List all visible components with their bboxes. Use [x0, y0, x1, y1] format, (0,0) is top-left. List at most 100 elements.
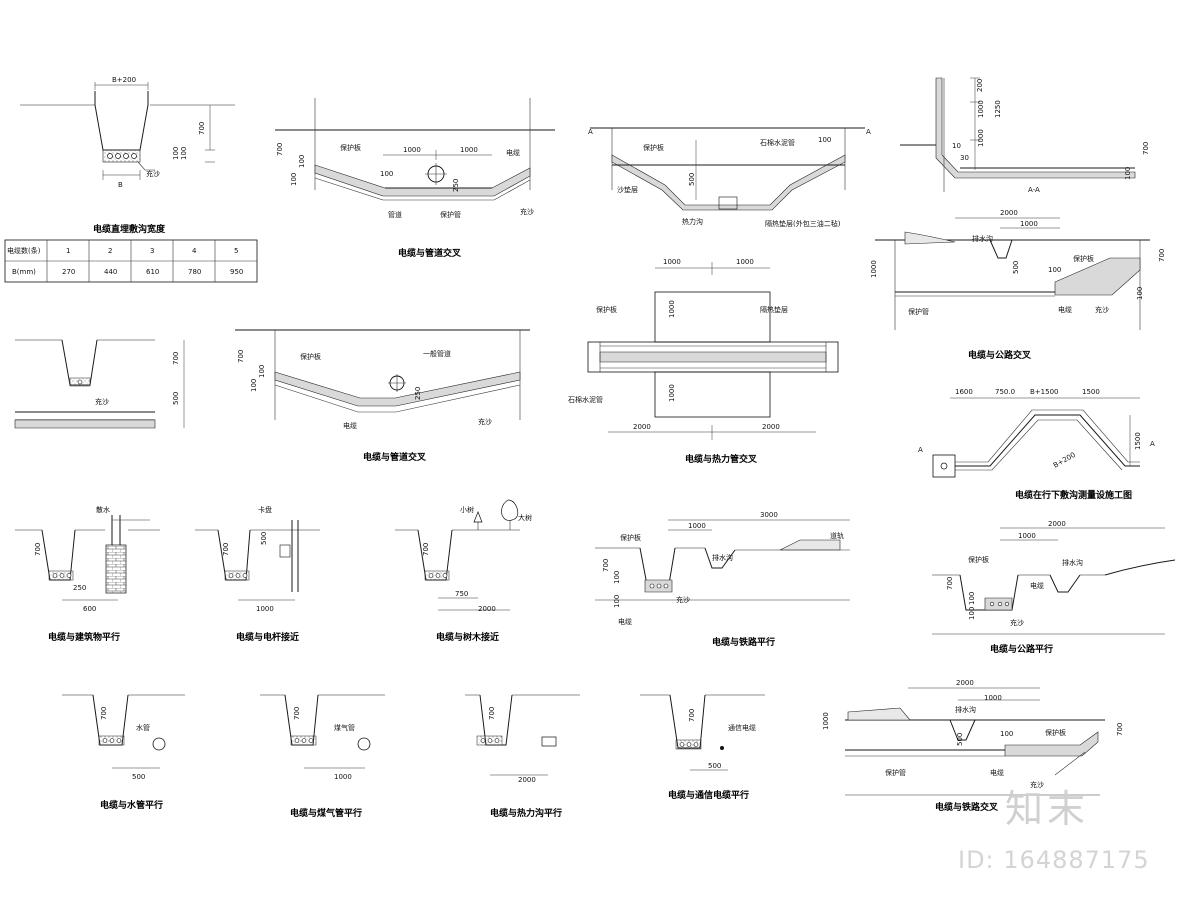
dim-1000: 1000	[822, 712, 830, 730]
caption: 电缆与热力管交叉	[685, 453, 758, 465]
dim-700: 700	[100, 707, 108, 720]
dim-700: 700	[1142, 142, 1150, 155]
drawing-heat-trench-parallel: 700 2000 电缆与热力沟平行	[465, 694, 580, 819]
caption: 电缆直埋敷沟宽度	[93, 223, 166, 235]
watermark: 知末 ID: 164887175	[958, 787, 1150, 874]
dim-700: 700	[422, 543, 430, 556]
dim-10: 10	[952, 142, 961, 150]
drawing-pipe-crossing-2: 700 100 100 250 保护板 一般管道 电缆 充沙 电缆与管道交叉	[235, 329, 530, 463]
dim-1500: 1500	[1134, 432, 1142, 450]
label-sand: 充沙	[95, 397, 109, 406]
caption: 电缆与公路交叉	[968, 349, 1032, 361]
dim-1000: 1000	[1018, 532, 1036, 540]
label-pipe: 管道	[388, 210, 402, 219]
caption: 电缆与管道交叉	[398, 247, 462, 259]
section-mark: A	[866, 128, 871, 136]
label-pipe: 一般管道	[423, 349, 451, 358]
label-insulation: 隔热垫层	[760, 305, 788, 314]
dim-700: 700	[488, 707, 496, 720]
drawing-gas-pipe-parallel: 煤气管 700 1000 电缆与煤气管平行	[260, 694, 385, 819]
dim-1000: 1000	[977, 129, 985, 147]
table-cell: 4	[192, 247, 197, 255]
label-sand: 充沙	[1030, 780, 1044, 789]
caption: 电缆与水管平行	[100, 799, 163, 811]
dim-700: 700	[172, 352, 180, 365]
dim-2000: 2000	[478, 605, 496, 613]
dim-700: 700	[222, 543, 230, 556]
label-sand: 充沙	[478, 417, 492, 426]
table-header-label: 电缆数(条)	[7, 246, 41, 255]
dim-100: 100	[613, 571, 621, 584]
table-cell: 5	[234, 247, 238, 255]
table-cell: 440	[104, 268, 117, 276]
dim-1000: 1000	[334, 773, 352, 781]
dim-700: 700	[688, 709, 696, 722]
label-sand: 充沙	[1010, 618, 1024, 627]
label-plate: 保护管	[440, 210, 461, 219]
drawing-telecom-cable-parallel: 通信电缆 700 500 电缆与通信电缆平行	[640, 694, 765, 801]
drawing-heat-trench-section: A A 500 100 保护板 石棉水泥管 沙垫层 热力沟 隔热垫层(外包三油二…	[588, 127, 871, 228]
section-mark: A	[918, 446, 923, 454]
dim-100: 100	[298, 155, 306, 168]
label-apron: 散水	[96, 505, 110, 514]
dim-2000: 2000	[956, 679, 974, 687]
label-plate: 保护板	[340, 143, 361, 152]
caption: 电缆与电杆接近	[236, 631, 299, 643]
label-cable: 电缆	[506, 148, 520, 157]
dim-b-1500: B+1500	[1030, 388, 1058, 396]
label-gas-pipe: 煤气管	[334, 723, 355, 732]
dim-1000: 1000	[403, 146, 421, 154]
dim-2000: 2000	[762, 423, 780, 431]
caption: 电缆与公路平行	[990, 643, 1053, 655]
label-plate: 保护板	[643, 143, 664, 152]
dim-100: 100	[613, 595, 621, 608]
label-cable: 电缆	[990, 768, 1004, 777]
table-cell: 2	[108, 247, 112, 255]
dim-100: 100	[968, 592, 976, 605]
dim-100: 100	[1136, 287, 1144, 300]
dim-750: 750	[455, 590, 468, 598]
drawing-road-crossing: 2000 1000 1000 700 500 100 100 排水沟 保护板 保…	[870, 209, 1166, 361]
caption: 电缆与通信电缆平行	[668, 789, 749, 801]
dim-1600: 1600	[955, 388, 973, 396]
label-pipe: 保护管	[885, 768, 906, 777]
label-insulation: 隔热垫层(外包三油二毡)	[765, 219, 841, 228]
dim-100: 100	[380, 170, 393, 178]
table-cell: 610	[146, 268, 159, 276]
dim-b-plus-200: B+200	[112, 76, 136, 84]
label-cable: 电缆	[1030, 581, 1044, 590]
dim-100: 100	[250, 379, 258, 392]
dim-1000: 1000	[460, 146, 478, 154]
dim-100: 100	[258, 365, 266, 378]
watermark-id: ID: 164887175	[958, 846, 1150, 874]
drawing-simple-trench: 700 500 充沙	[14, 339, 185, 429]
label-pole-chuck: 卡盘	[258, 505, 272, 514]
dim-250: 250	[414, 387, 422, 400]
caption: 电缆与建筑物平行	[48, 631, 120, 643]
drawing-building-parallel: 散水 700 250 600 电缆与建筑物平行	[15, 505, 160, 643]
section-mark: A	[1150, 440, 1155, 448]
drawing-heat-pipe-crossing: 1000 1000 1000 1000 2000 2000 保护板 隔热垫层 石…	[568, 258, 839, 465]
dim-250: 250	[452, 179, 460, 192]
label-plate: 保护板	[300, 352, 321, 361]
dim-100: 100	[180, 147, 188, 160]
dim-b-200: B+200	[1052, 451, 1077, 470]
dim-1500: 1500	[1082, 388, 1100, 396]
drawing-pipe-crossing-1: 1000 1000 700 100 100 100 250 保护板 电缆 管道 …	[275, 98, 555, 259]
label-cable: 电缆	[618, 617, 632, 626]
label-sand: 充沙	[1095, 305, 1109, 314]
dim-500: 500	[688, 173, 696, 186]
table-cell: 270	[62, 268, 75, 276]
caption: 电缆与铁路平行	[712, 636, 775, 648]
label-cable: 电缆	[343, 421, 357, 430]
dim-2000: 2000	[518, 776, 536, 784]
dim-500: 500	[956, 733, 964, 746]
dim-700: 700	[946, 577, 954, 590]
dim-500: 500	[172, 392, 180, 405]
drawing-tree-near: 小树 大树 700 750 2000 电缆与树木接近	[395, 499, 532, 643]
dim-1000: 1000	[977, 100, 985, 118]
dim-100: 100	[818, 136, 831, 144]
label-ditch: 排水沟	[955, 705, 976, 714]
caption: 电缆与铁路交叉	[935, 801, 999, 813]
dim-700: 700	[293, 707, 301, 720]
